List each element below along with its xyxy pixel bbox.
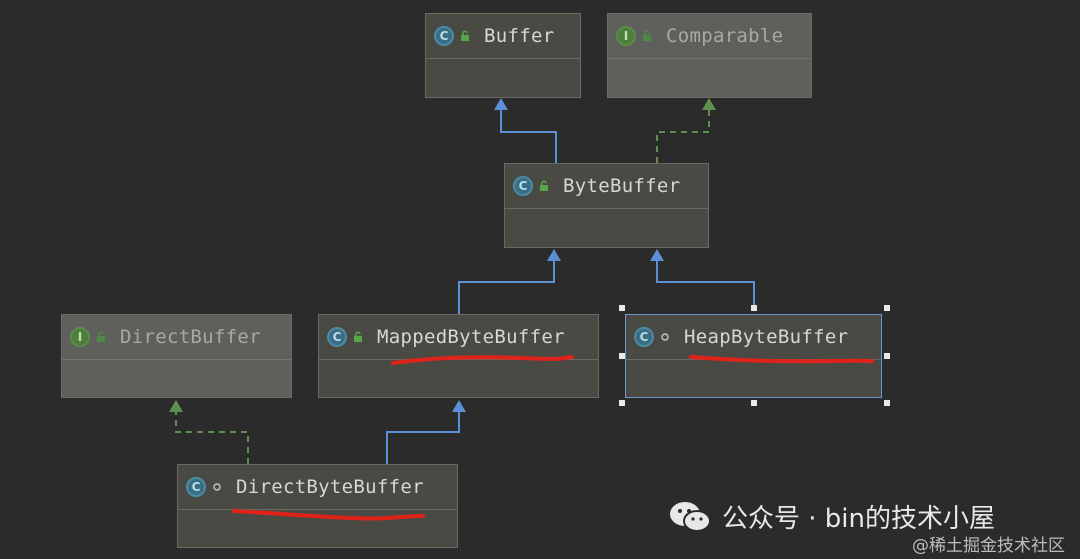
selection-handle[interactable] bbox=[619, 353, 625, 359]
edge-heapbytebuffer-extends-bytebuffer bbox=[650, 249, 755, 308]
wechat-icon bbox=[670, 501, 711, 532]
lock-icon bbox=[640, 29, 654, 43]
selection-handle[interactable] bbox=[619, 400, 625, 406]
node-bytebuffer[interactable]: C ByteBuffer bbox=[504, 163, 709, 248]
node-mappedbytebuffer[interactable]: C MappedByteBuffer bbox=[318, 314, 599, 398]
package-private-icon bbox=[658, 330, 672, 344]
lock-icon bbox=[537, 179, 551, 193]
class-icon: C bbox=[327, 327, 347, 347]
lock-icon bbox=[351, 330, 365, 344]
watermark-text: 公众号 · bin的技术小屋 bbox=[722, 504, 996, 534]
selection-handle[interactable] bbox=[884, 400, 890, 406]
selection-handle[interactable] bbox=[751, 400, 757, 406]
edge-bytebuffer-implements-comparable bbox=[656, 98, 716, 163]
node-directbuffer[interactable]: I DirectBuffer bbox=[61, 314, 292, 398]
class-icon: C bbox=[513, 176, 533, 196]
node-label: MappedByteBuffer bbox=[377, 326, 565, 348]
node-label: Buffer bbox=[484, 25, 555, 47]
edge-mappedbytebuffer-extends-bytebuffer bbox=[458, 249, 561, 314]
package-private-icon bbox=[210, 480, 224, 494]
node-buffer[interactable]: C Buffer bbox=[425, 13, 581, 98]
class-icon: C bbox=[434, 26, 454, 46]
node-heapbytebuffer[interactable]: C HeapByteBuffer bbox=[625, 314, 882, 398]
lock-icon bbox=[458, 29, 472, 43]
selection-handle[interactable] bbox=[884, 305, 890, 311]
node-comparable[interactable]: I Comparable bbox=[607, 13, 812, 98]
interface-icon: I bbox=[70, 327, 90, 347]
class-icon: C bbox=[186, 477, 206, 497]
selection-handle[interactable] bbox=[751, 305, 757, 311]
node-label: DirectBuffer bbox=[120, 326, 261, 348]
node-label: HeapByteBuffer bbox=[684, 326, 849, 348]
node-label: DirectByteBuffer bbox=[236, 476, 424, 498]
interface-icon: I bbox=[616, 26, 636, 46]
edge-directbytebuffer-implements-directbuffer bbox=[169, 400, 249, 464]
selection-handle[interactable] bbox=[619, 305, 625, 311]
watermark-main: 公众号 · bin的技术小屋 bbox=[668, 498, 995, 535]
edge-directbytebuffer-extends-mappedbytebuffer bbox=[386, 400, 466, 464]
selection-handle[interactable] bbox=[884, 353, 890, 359]
watermark-sub: @稀土掘金技术社区 bbox=[912, 536, 1065, 556]
node-directbytebuffer[interactable]: C DirectByteBuffer bbox=[177, 464, 458, 548]
class-icon: C bbox=[634, 327, 654, 347]
node-label: ByteBuffer bbox=[563, 175, 681, 197]
lock-icon bbox=[94, 330, 108, 344]
node-label: Comparable bbox=[666, 25, 784, 47]
edge-bytebuffer-extends-buffer bbox=[494, 98, 557, 163]
